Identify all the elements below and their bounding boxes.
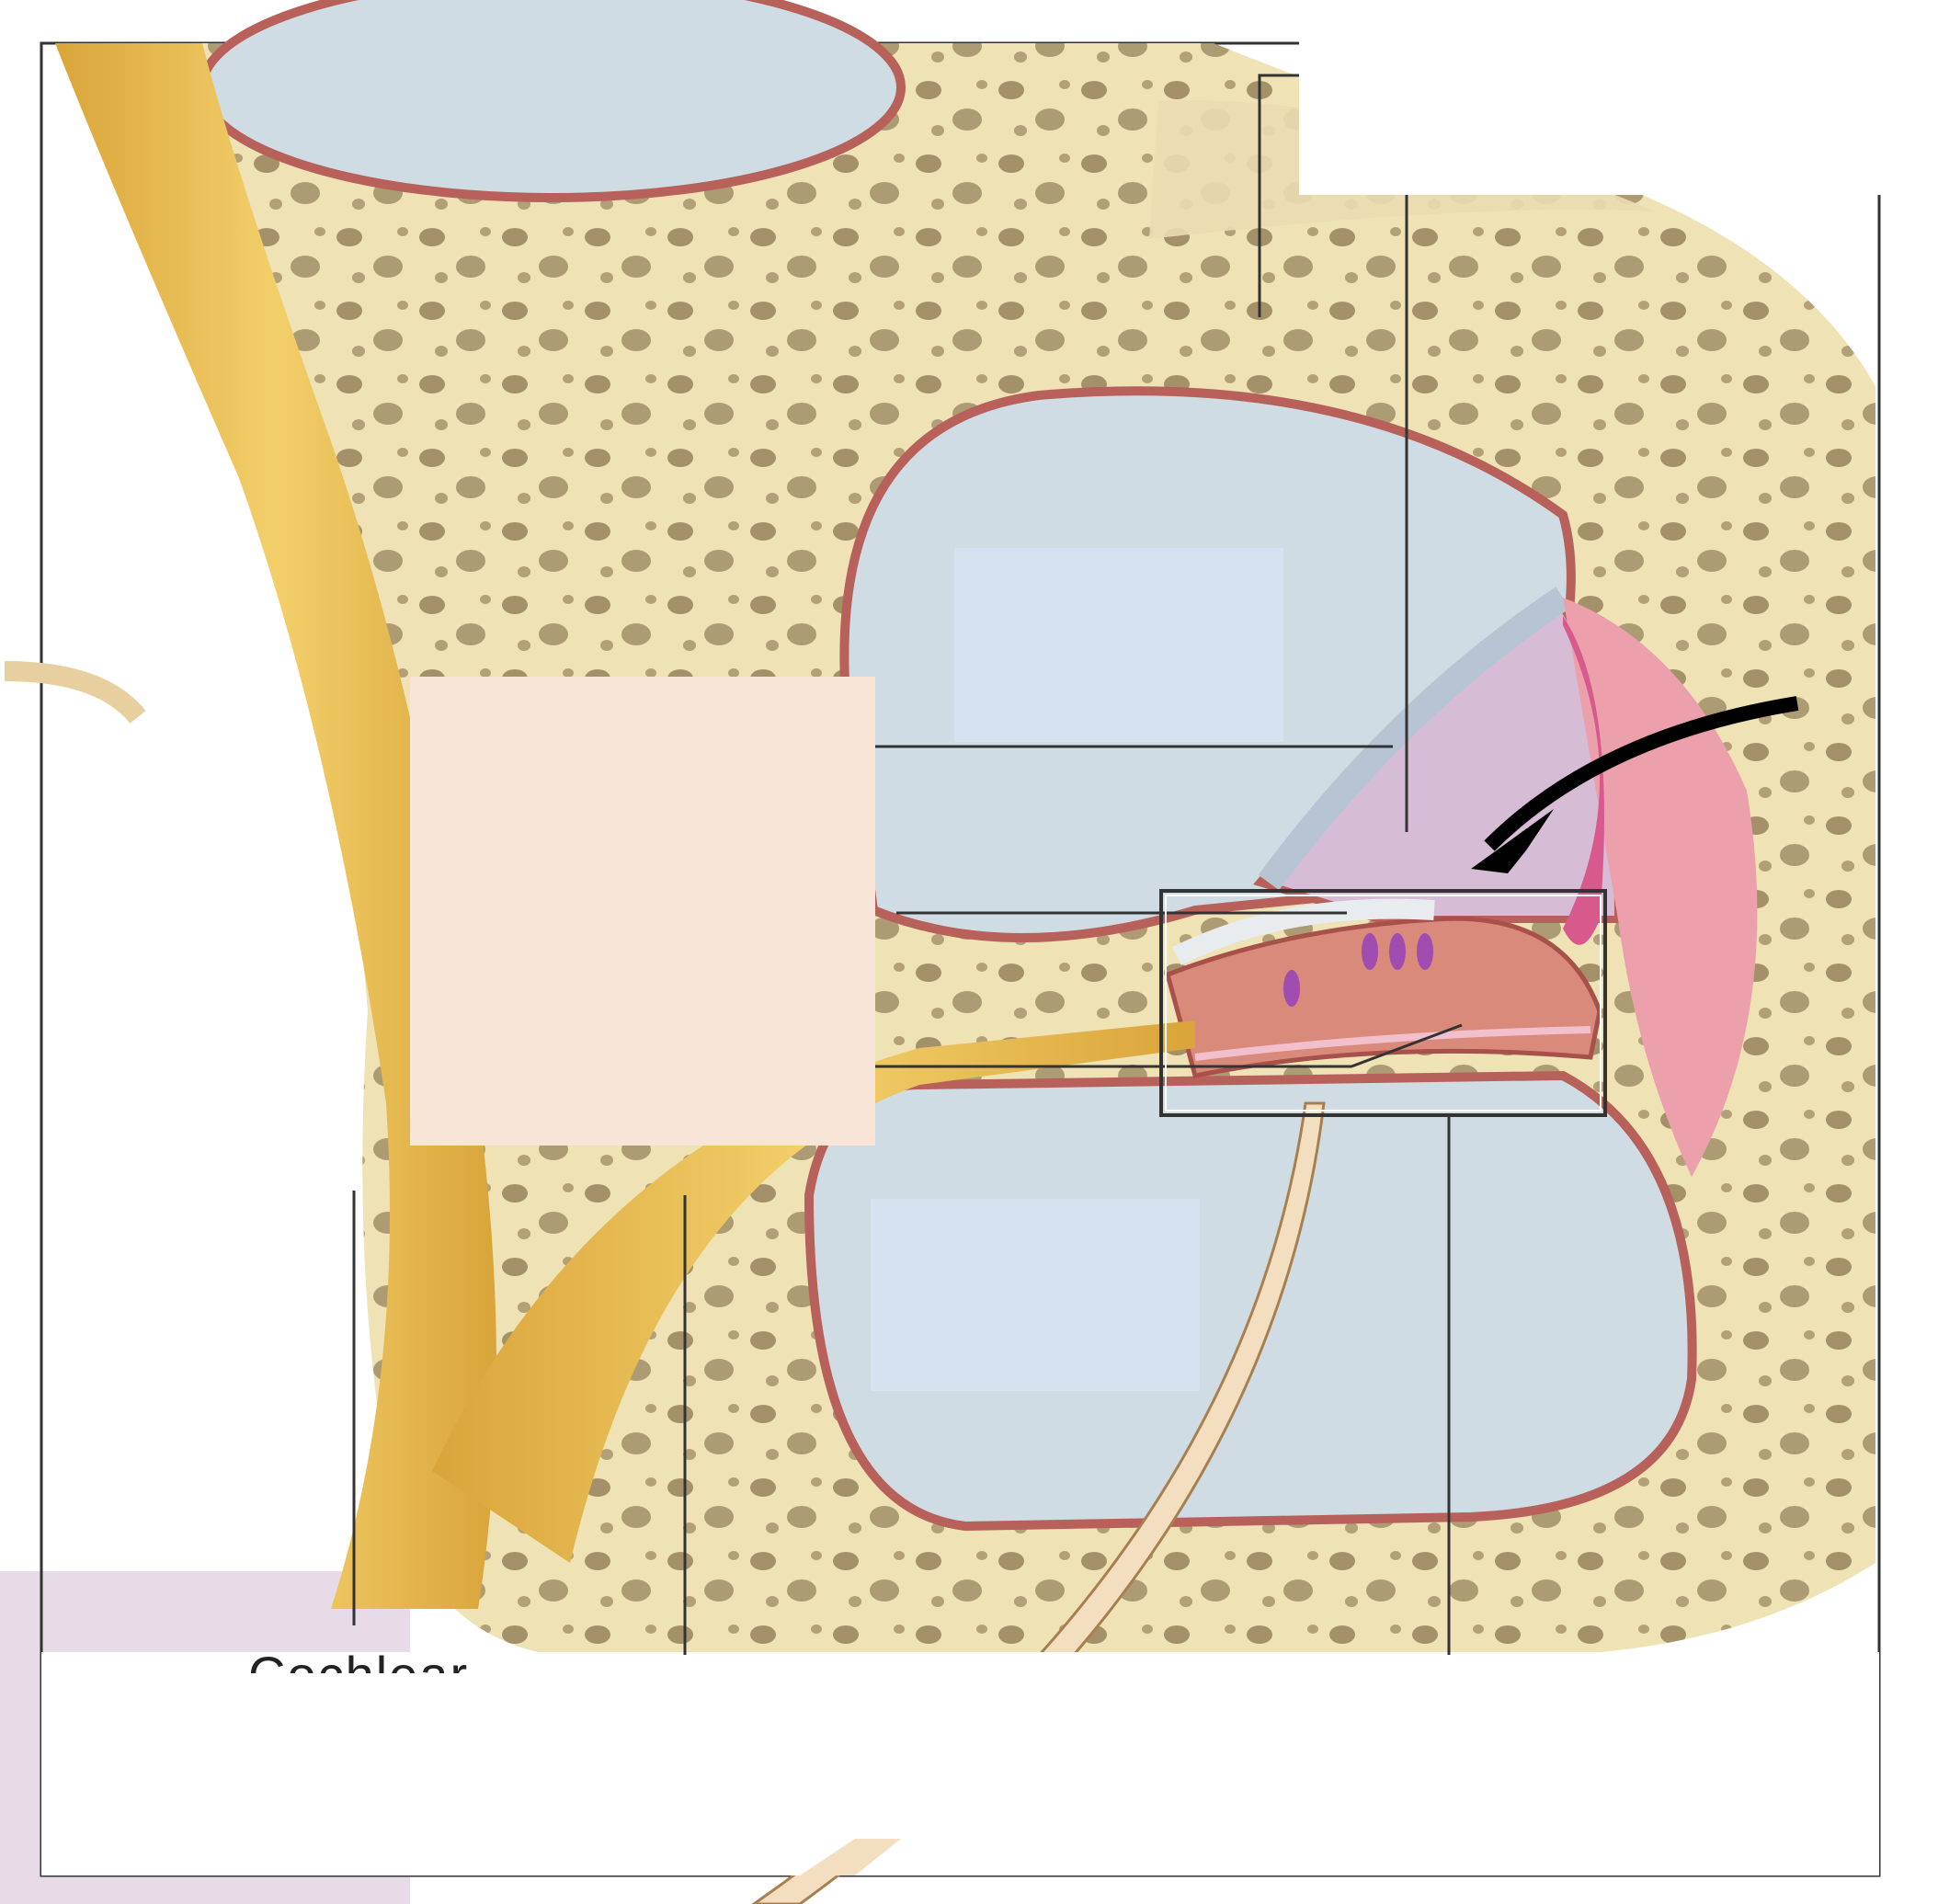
organ-of-corti-callout-box — [1159, 889, 1607, 1117]
hair-cells — [1283, 933, 1433, 1007]
label-mask-bottom — [41, 1652, 1879, 1875]
label-mask-scala-tympani — [871, 1199, 1200, 1391]
cochlear-nerve-label: Cochlear — [248, 1646, 469, 1673]
label-mask-peach — [410, 677, 875, 1146]
curved-arrow-right-icon — [1484, 696, 1799, 851]
stria-vascularis — [1563, 616, 1604, 945]
spiral-ligament — [1563, 598, 1758, 1177]
curved-arrow-left-icon — [4, 661, 146, 724]
callout-box-highlight — [1165, 895, 1602, 1112]
pointer-tail — [800, 1839, 901, 1875]
pointer-projection — [751, 1101, 1326, 1904]
arrowhead-icon — [1471, 809, 1554, 873]
leader-lines — [352, 74, 1463, 1655]
label-mask-top — [1299, 0, 1907, 195]
upper-turn-duct — [198, 0, 906, 202]
tectorial-membrane — [1172, 898, 1435, 965]
basilar-membrane — [1194, 1026, 1591, 1061]
label-mask-scala-vestibuli — [954, 548, 1283, 742]
